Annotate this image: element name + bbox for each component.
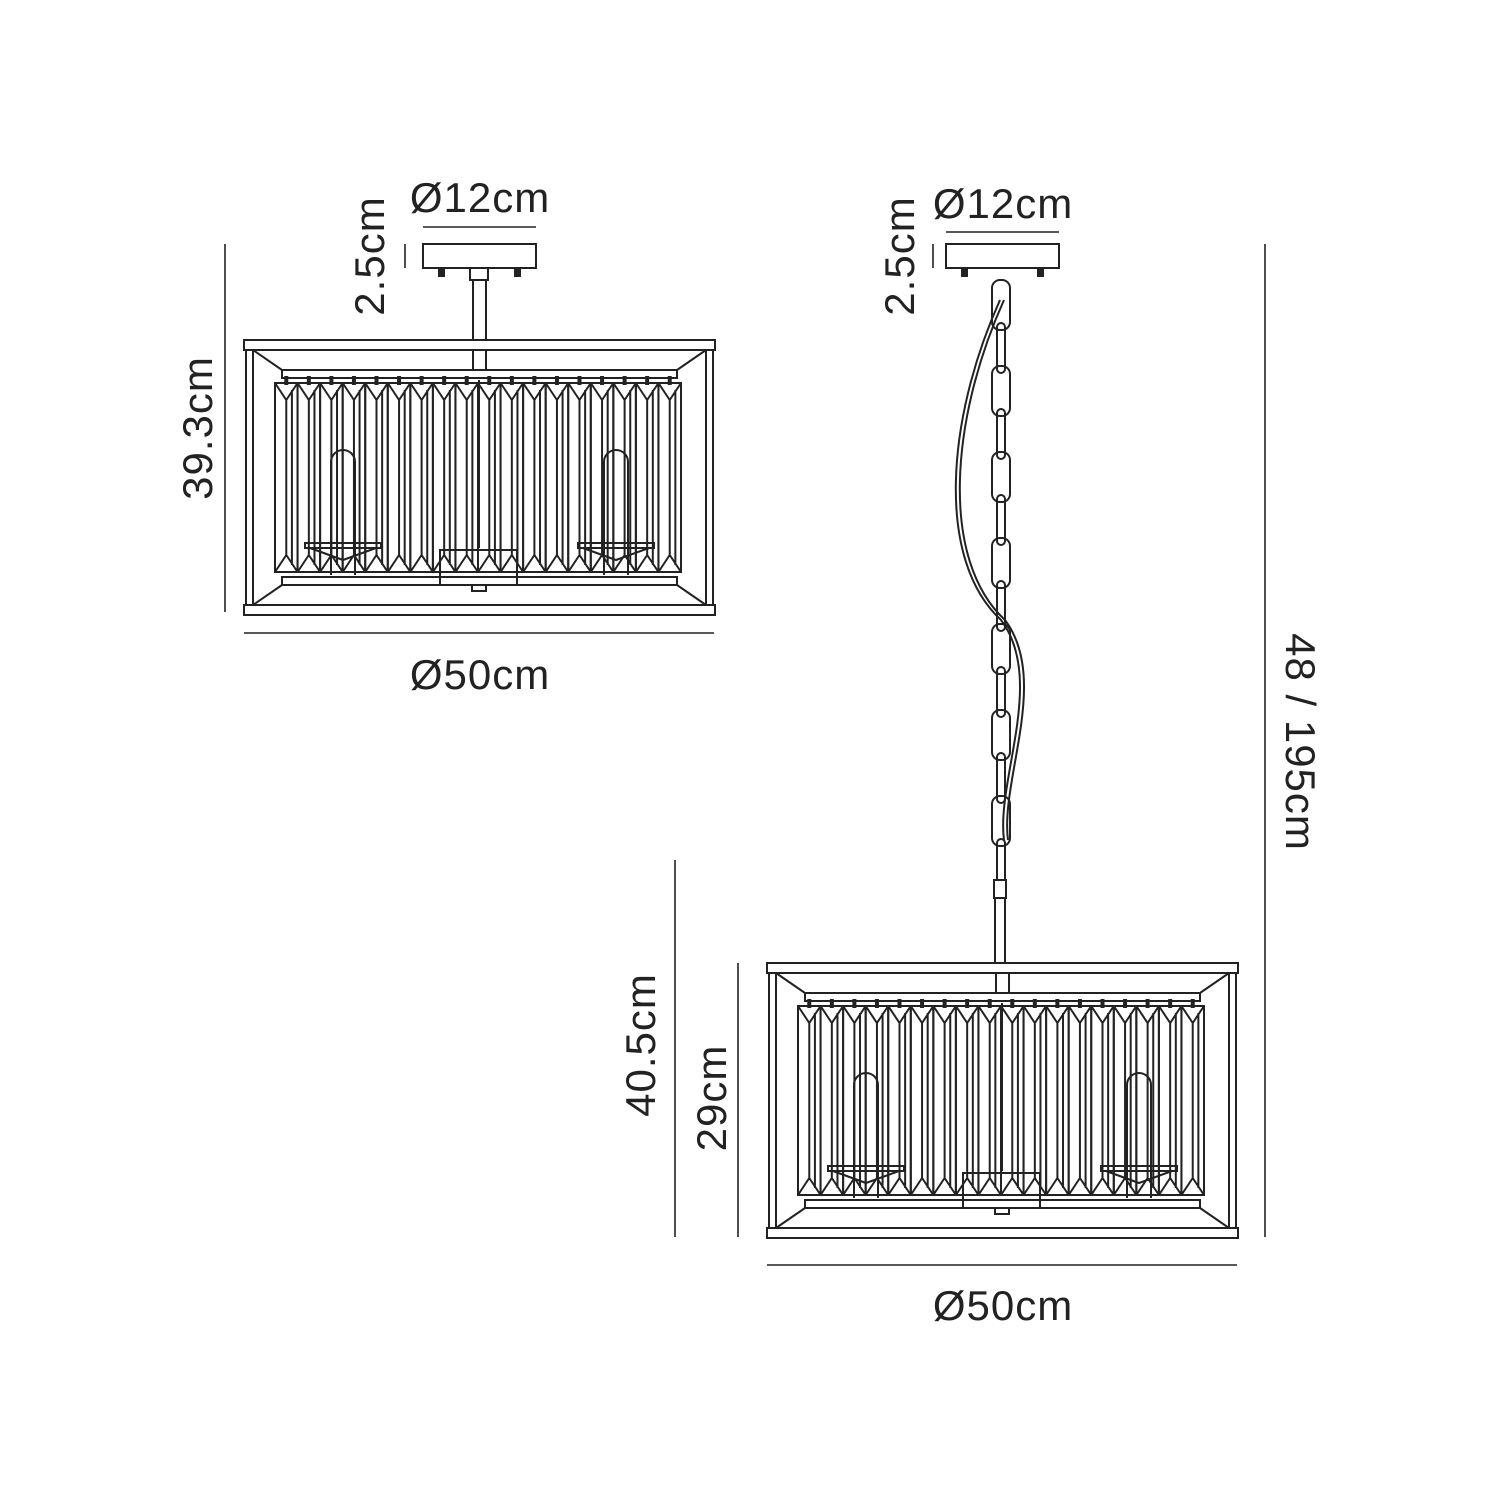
power-cable: [958, 299, 1026, 841]
chain-link: [991, 279, 1011, 331]
chain-link: [991, 623, 1011, 675]
chain-link: [996, 666, 1006, 718]
chain-link: [991, 365, 1011, 417]
ceiling-canopy: [945, 243, 1060, 278]
chain-link: [996, 580, 1006, 632]
canopy-height-label: 2.5cm: [876, 196, 923, 315]
body-height-inner-label: 29cm: [688, 1045, 735, 1152]
suspension-rod: [994, 897, 1006, 964]
body-height-outer-label: 40.5cm: [617, 973, 664, 1117]
pendant-fixture: [766, 243, 1239, 1239]
semi-flush-fixture: [243, 243, 716, 616]
width-label: Ø50cm: [410, 651, 550, 698]
chain-link: [991, 709, 1011, 761]
canopy-diameter-label: Ø12cm: [933, 180, 1073, 227]
right-dimensions: Ø12cm 2.5cm 48 / 195cm 40.5cm 29cm Ø50cm: [617, 180, 1324, 1329]
width-label: Ø50cm: [933, 1282, 1073, 1329]
chain-link: [996, 494, 1006, 546]
fixture-body: [766, 962, 1239, 1239]
chain-hook: [993, 879, 1007, 899]
chain-link: [996, 322, 1006, 374]
stem-rod: [472, 279, 487, 341]
drop-height-label: 48 / 195cm: [1277, 633, 1324, 851]
chain-link: [996, 408, 1006, 460]
chain-link: [991, 795, 1011, 847]
left-dimensions: Ø12cm 2.5cm 39.3cm Ø50cm: [174, 174, 714, 698]
fixture-body: [243, 339, 716, 616]
chain-link: [996, 752, 1006, 804]
canopy-height-label: 2.5cm: [346, 196, 393, 315]
chain: [991, 279, 1011, 890]
canopy-diameter-label: Ø12cm: [410, 174, 550, 221]
stem-collar: [469, 267, 489, 281]
chain-link: [991, 537, 1011, 589]
chain-link: [991, 451, 1011, 503]
overall-height-label: 39.3cm: [174, 356, 221, 500]
